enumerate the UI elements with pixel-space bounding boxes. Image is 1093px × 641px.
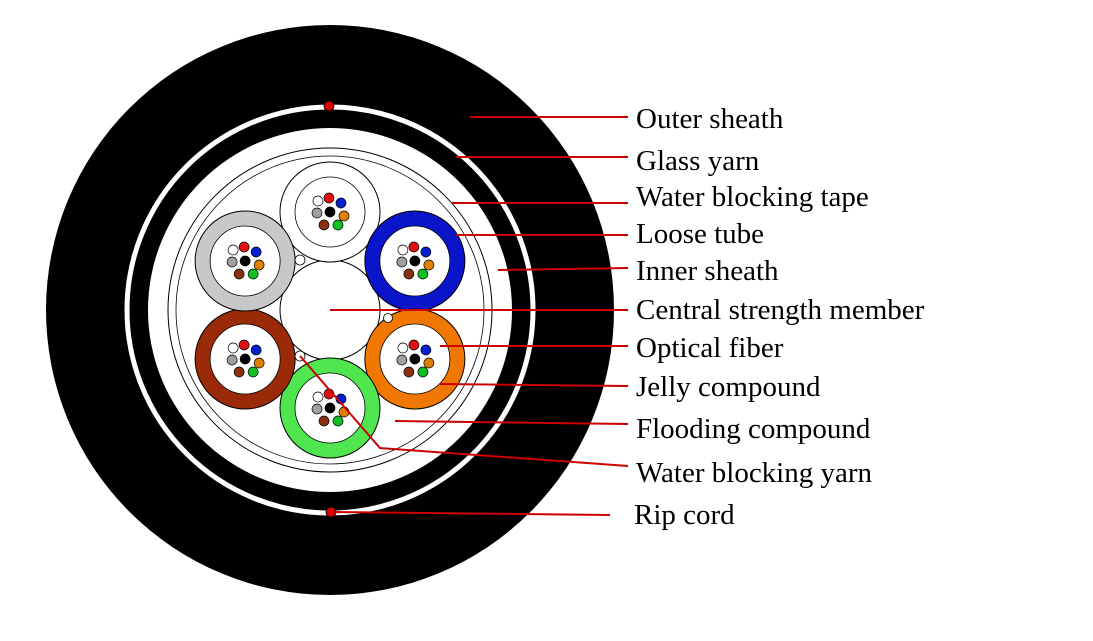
optical-fiber xyxy=(408,339,420,351)
leader-lines xyxy=(299,116,629,516)
leader-inner-sheath xyxy=(497,267,629,271)
optical-fiber xyxy=(332,219,344,231)
optical-fiber xyxy=(247,366,259,378)
optical-fiber xyxy=(335,197,347,209)
label-inner-sheath: Inner sheath xyxy=(636,255,779,287)
label-water-blocking-yarn: Water blocking yarn xyxy=(636,457,873,489)
leader-flooding-compound xyxy=(394,420,629,425)
optical-fiber xyxy=(396,256,408,268)
label-optical-fiber: Optical fiber xyxy=(636,332,784,364)
optical-fiber xyxy=(324,402,336,414)
optical-fiber xyxy=(318,219,330,231)
optical-fiber xyxy=(324,206,336,218)
label-loose-tube: Loose tube xyxy=(636,218,764,250)
optical-fiber xyxy=(423,357,435,369)
rip-cord-top xyxy=(323,100,335,112)
loose-tubes-group xyxy=(194,161,466,459)
optical-fiber xyxy=(332,415,344,427)
optical-fiber xyxy=(403,268,415,280)
optical-fiber xyxy=(239,255,251,267)
optical-fiber xyxy=(409,353,421,365)
label-outer-sheath: Outer sheath xyxy=(636,103,784,135)
optical-fiber xyxy=(247,268,259,280)
loose-tube-bottom xyxy=(279,357,381,459)
leader-jelly-compound xyxy=(439,383,629,387)
optical-fiber xyxy=(227,342,239,354)
optical-fiber xyxy=(238,241,250,253)
optical-fiber xyxy=(312,195,324,207)
loose-tube-upper-left xyxy=(194,210,296,312)
leader-water-blocking-yarn xyxy=(299,355,629,467)
optical-fiber xyxy=(233,366,245,378)
optical-fiber xyxy=(338,210,350,222)
optical-fiber xyxy=(409,255,421,267)
optical-fiber xyxy=(403,366,415,378)
water-blocking-yarn xyxy=(294,254,306,266)
optical-fiber xyxy=(239,353,251,365)
optical-fiber xyxy=(420,344,432,356)
optical-fiber xyxy=(417,268,429,280)
optical-fiber xyxy=(323,192,335,204)
optical-fiber xyxy=(408,241,420,253)
optical-fiber xyxy=(253,259,265,271)
optical-fiber xyxy=(397,244,409,256)
optical-fiber xyxy=(417,366,429,378)
label-flooding-compound: Flooding compound xyxy=(636,413,871,445)
loose-tube-upper-right xyxy=(364,210,466,312)
optical-fiber xyxy=(396,354,408,366)
label-jelly-compound: Jelly compound xyxy=(636,371,821,403)
loose-tube-top xyxy=(279,161,381,263)
leader-rip-cord xyxy=(330,511,611,516)
optical-fiber xyxy=(420,246,432,258)
optical-fiber xyxy=(311,403,323,415)
optical-fiber xyxy=(397,342,409,354)
label-water-blocking-tape: Water blocking tape xyxy=(636,181,869,213)
label-glass-yarn: Glass yarn xyxy=(636,145,760,177)
label-central-strength-member: Central strength member xyxy=(636,294,925,326)
optical-fiber xyxy=(226,354,238,366)
optical-fiber xyxy=(250,344,262,356)
loose-tube-lower-right xyxy=(364,308,466,410)
optical-fiber xyxy=(233,268,245,280)
optical-fiber xyxy=(227,244,239,256)
optical-fiber xyxy=(311,207,323,219)
labels: Outer sheath Glass yarn Water blocking t… xyxy=(634,103,925,531)
optical-fiber xyxy=(238,339,250,351)
optical-fiber xyxy=(423,259,435,271)
optical-fiber xyxy=(250,246,262,258)
water-blocking-yarn xyxy=(383,313,393,323)
label-rip-cord: Rip cord xyxy=(634,499,735,531)
optical-fiber xyxy=(312,391,324,403)
loose-tube-lower-left xyxy=(194,308,296,410)
optical-fiber xyxy=(253,357,265,369)
optical-fiber xyxy=(318,415,330,427)
optical-fiber xyxy=(226,256,238,268)
